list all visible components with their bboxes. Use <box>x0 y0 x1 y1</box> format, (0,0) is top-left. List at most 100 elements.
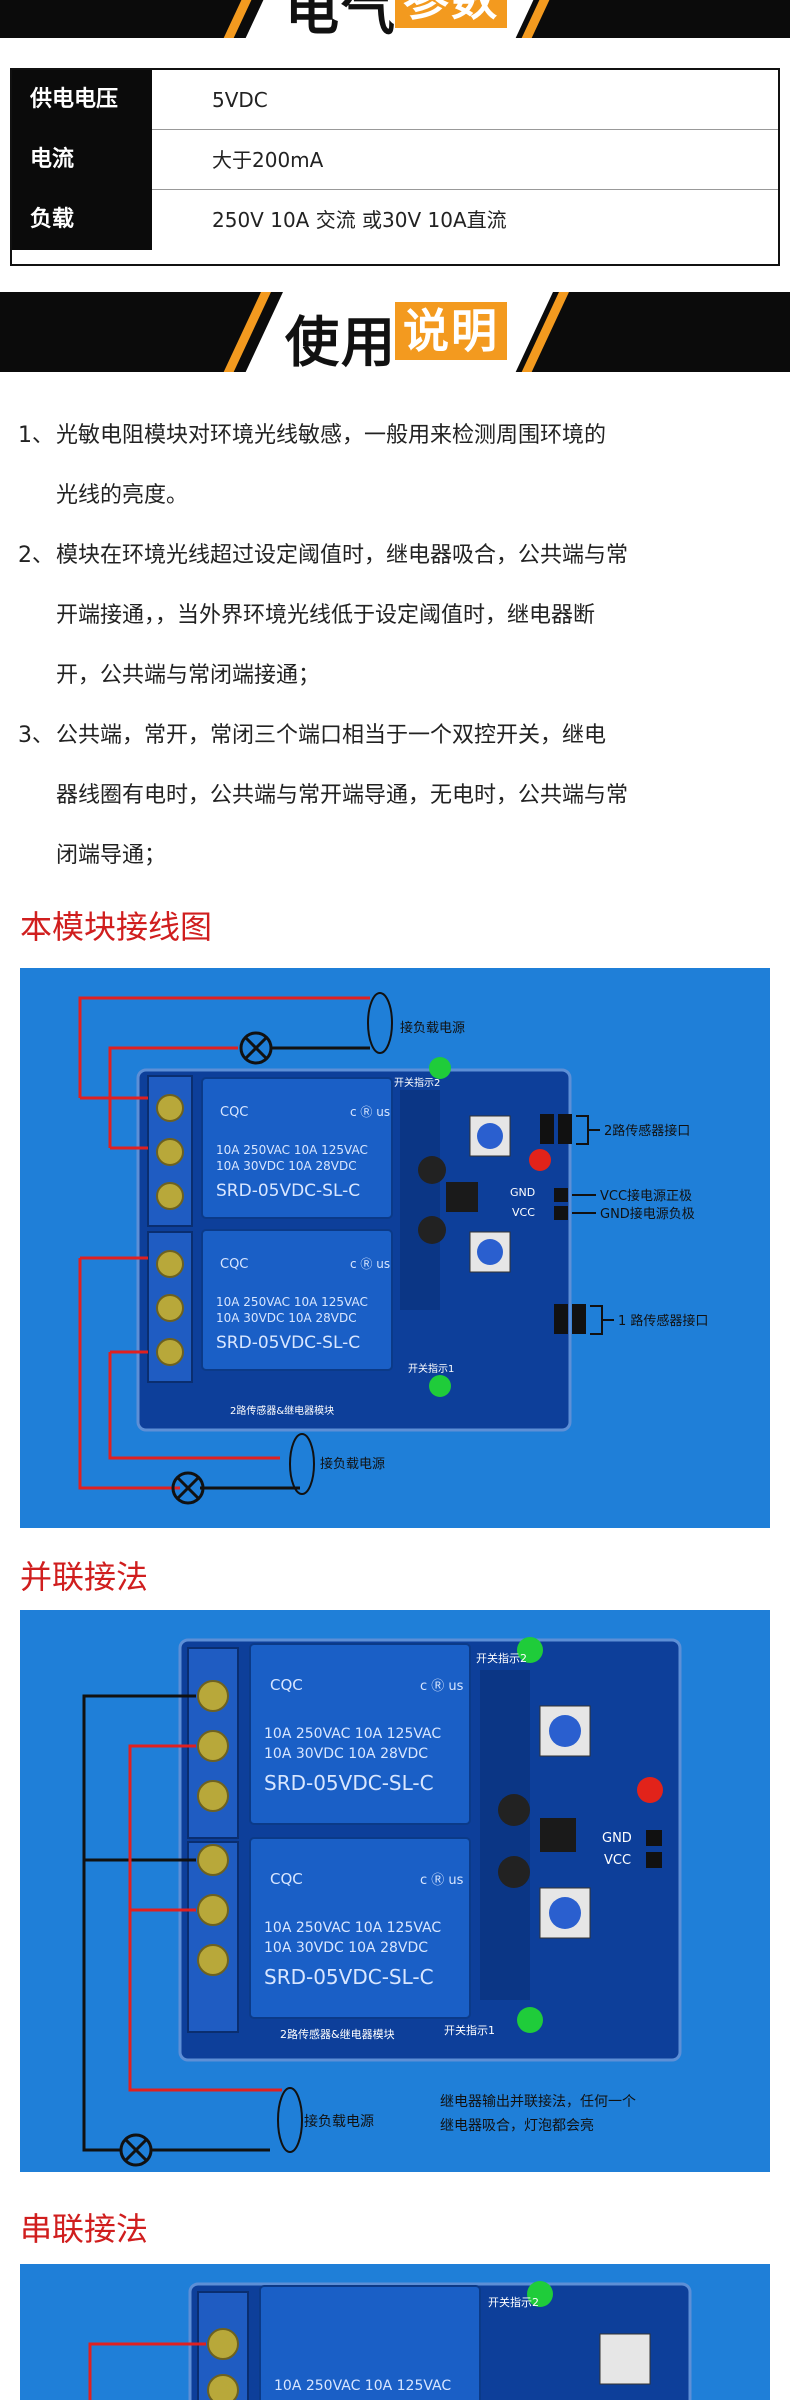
header-pins-power <box>646 1830 662 1868</box>
led-green-icon <box>517 1637 543 1663</box>
instruction-item: 3、公共端，常开，常闭三个端口相当于一个双控开关，继电 器线圈有电时，公共端与常… <box>18 706 718 886</box>
bulb-symbol-top <box>239 1031 273 1065</box>
led-red-icon <box>529 1149 551 1171</box>
relay-ul-mark: c Ⓡ us <box>350 1105 390 1119</box>
label-vcc-note: VCC接电源正极 <box>600 1188 692 1204</box>
bulb-symbol <box>119 2133 153 2167</box>
parallel-photo: CQC c Ⓡ us 10A 250VAC 10A 125VAC 10A 30V… <box>20 1610 770 2172</box>
relay-top: 10A 250VAC 10A 125VAC <box>259 2285 481 2400</box>
bracket-sensor1 <box>590 1305 603 1335</box>
component-strip <box>480 1670 530 2000</box>
instruction-number: 3、 <box>18 723 54 748</box>
switch-label-top: 开关指示2 <box>488 2295 539 2309</box>
header-pins-sensor1 <box>554 1304 586 1334</box>
params-row: 电流 大于200mA <box>12 130 778 190</box>
banner-title-black: 电气 <box>285 0 397 38</box>
ic-chip-icon <box>446 1182 478 1212</box>
potentiometer-icon <box>469 1115 511 1157</box>
instruction-number: 1、 <box>18 423 54 448</box>
banner-title-orange: 说明 <box>395 302 507 360</box>
load-supply-symbol <box>277 2087 303 2153</box>
switch-label-top: 开关指示2 <box>476 1651 527 1665</box>
relay-rating: 10A 30VDC 10A 28VDC <box>264 1940 428 1956</box>
transistor-icon <box>498 1856 530 1888</box>
relay-bottom: CQC c Ⓡ us 10A 250VAC 10A 125VAC 10A 30V… <box>201 1229 393 1371</box>
led-red-icon <box>637 1777 663 1803</box>
section-title-wiring: 本模块接线图 <box>20 908 213 946</box>
param-label: 电流 <box>12 130 152 190</box>
relay-rating: 10A 30VDC 10A 28VDC <box>216 1159 357 1173</box>
ic-chip-icon <box>540 1818 576 1852</box>
bracket-sensor2 <box>576 1115 589 1145</box>
terminal-block-top <box>187 1647 239 1839</box>
potentiometer-icon <box>599 2333 651 2385</box>
wire-red <box>88 2342 206 2400</box>
wire-red <box>128 1744 282 2092</box>
params-table: 供电电压 5VDC 电流 大于200mA 负载 250V 10A 交流 或30V… <box>10 68 780 266</box>
instruction-line: 模块在环境光线超过设定阈值时，继电器吸合，公共端与常 <box>56 543 629 568</box>
load-supply-symbol-bottom <box>289 1433 315 1495</box>
header-pins-power <box>554 1188 568 1220</box>
banner-title-black: 使用 <box>285 311 397 372</box>
relay-rating: 10A 250VAC 10A 125VAC <box>216 1143 368 1157</box>
gnd-pin-label: GND <box>510 1186 535 1199</box>
banner-electrical: 电气 参数 <box>0 0 790 38</box>
transistor-icon <box>418 1216 446 1244</box>
param-label: 负载 <box>12 190 152 250</box>
instruction-line: 开端接通，，当外界环境光线低于设定阈值时，继电器断 <box>56 603 596 628</box>
relay-brand: CQC <box>270 1676 303 1694</box>
header-pins-sensor2 <box>540 1114 572 1144</box>
param-value: 大于200mA <box>152 130 778 190</box>
instruction-line: 器线圈有电时，公共端与常开端导通，无电时，公共端与常 <box>56 783 629 808</box>
relay-model: SRD-05VDC-SL-C <box>264 1965 434 1989</box>
relay-top: CQC c Ⓡ us 10A 250VAC 10A 125VAC 10A 30V… <box>201 1077 393 1219</box>
relay-model: SRD-05VDC-SL-C <box>216 1181 360 1201</box>
label-gnd-note: GND接电源负极 <box>600 1206 695 1222</box>
bulb-symbol-bottom <box>171 1471 205 1505</box>
relay-brand: CQC <box>270 1870 303 1888</box>
terminal-block-bottom <box>147 1231 193 1383</box>
terminal-block-top <box>197 2291 249 2400</box>
relay-rating: 10A 250VAC 10A 125VAC <box>274 2378 451 2394</box>
vcc-pin-label: VCC <box>604 1853 631 1868</box>
instruction-line: 光敏电阻模块对环境光线敏感，一般用来检测周围环境的 <box>56 423 607 448</box>
component-strip <box>400 1090 440 1310</box>
relay-brand: CQC <box>220 1105 248 1120</box>
switch-label-top: 开关指示2 <box>394 1076 440 1089</box>
param-label: 供电电压 <box>12 70 152 130</box>
banner-usage: 使用 说明 <box>0 292 790 372</box>
instruction-line: 开，公共端与常闭端接通； <box>56 663 321 688</box>
load-supply-symbol-top <box>367 992 393 1054</box>
relay-rating: 10A 30VDC 10A 28VDC <box>264 1746 428 1762</box>
instruction-line: 公共端，常开，常闭三个端口相当于一个双控开关，继电 <box>56 723 607 748</box>
board-label: 2路传感器&继电器模块 <box>280 2028 395 2041</box>
section-title-series: 串联接法 <box>20 2210 149 2248</box>
instruction-number: 2、 <box>18 543 54 568</box>
relay-ul-mark: c Ⓡ us <box>420 1679 464 1694</box>
vcc-pin-label: VCC <box>512 1206 535 1219</box>
gnd-pin-label: GND <box>602 1831 632 1846</box>
led-green-icon <box>429 1057 451 1079</box>
terminal-block-top <box>147 1075 193 1227</box>
instruction-line: 光线的亮度。 <box>56 483 189 508</box>
instruction-item: 1、光敏电阻模块对环境光线敏感，一般用来检测周围环境的 光线的亮度。 <box>18 406 718 526</box>
relay-model: SRD-05VDC-SL-C <box>216 1333 360 1353</box>
instruction-line: 闭端导通； <box>56 843 167 868</box>
param-value: 250V 10A 交流 或30V 10A直流 <box>212 208 507 232</box>
label-load-top: 接负载电源 <box>400 1020 465 1036</box>
transistor-icon <box>418 1156 446 1184</box>
params-row: 供电电压 5VDC <box>12 70 778 130</box>
label-sensor2: 2路传感器接口 <box>604 1123 690 1139</box>
board-label: 2路传感器&继电器模块 <box>230 1404 334 1417</box>
label-load: 接负载电源 <box>304 2113 374 2130</box>
relay-model: SRD-05VDC-SL-C <box>264 1771 434 1795</box>
params-row: 负载 250V 10A 交流 或30V 10A直流 <box>12 190 778 250</box>
led-green-icon <box>429 1375 451 1397</box>
led-green-icon <box>517 2007 543 2033</box>
relay-ul-mark: c Ⓡ us <box>350 1257 390 1271</box>
relay-bottom: CQC c Ⓡ us 10A 250VAC 10A 125VAC 10A 30V… <box>249 1837 471 2019</box>
param-value: 5VDC <box>152 70 778 130</box>
label-sensor1: 1 路传感器接口 <box>618 1313 708 1329</box>
switch-label-bottom: 开关指示1 <box>444 2023 495 2037</box>
led-green-icon <box>527 2281 553 2307</box>
